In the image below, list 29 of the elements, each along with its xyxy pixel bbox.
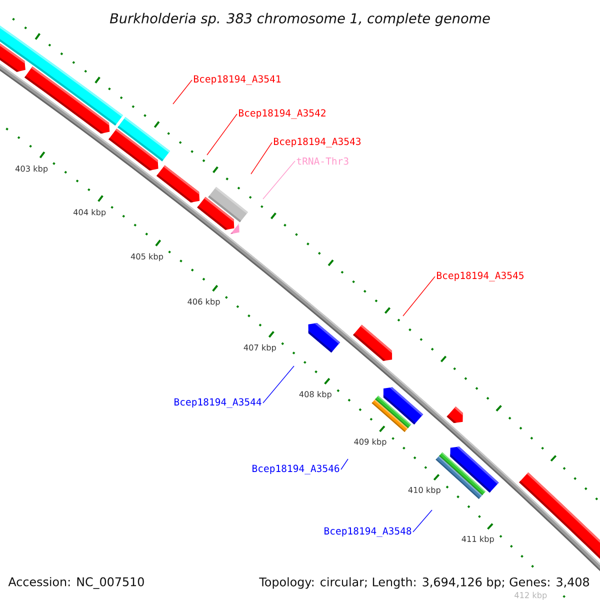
leader-line [206, 114, 238, 156]
leader-line [172, 80, 192, 104]
tick-label: 409 kbp [354, 438, 386, 446]
tick-label: 407 kbp [244, 344, 276, 352]
leader-line [262, 366, 294, 404]
leader-line [412, 510, 432, 532]
gene-label: Bcep18194_A3544 [174, 398, 262, 408]
tick-label: 412 kbp [514, 592, 547, 600]
gene-label: Bcep18194_A3548 [324, 527, 412, 537]
leader-line [340, 458, 348, 470]
leader-line [262, 160, 296, 200]
gene-label: Bcep18194_A3541 [194, 75, 281, 85]
tick-label: 406 kbp [188, 298, 220, 306]
tick-label: 410 kbp [408, 486, 440, 495]
gene-label: Bcep18194_A3542 [239, 109, 326, 119]
tick-label: 403 kbp [15, 165, 48, 174]
title: Burkholderia sp. 383 chromosome 1, complete genome [110, 12, 490, 26]
gene-label: Bcep18194_A3543 [274, 138, 361, 148]
gene-label: Bcep18194_A3545 [437, 272, 524, 282]
tick-label: 408 kbp [299, 391, 332, 399]
tick-label: 405 kbp [130, 253, 164, 262]
gene-label: tRNA-Thr3 [296, 157, 348, 165]
gene-label: Bcep18194_A3546 [252, 464, 340, 474]
footer-text: Topology: circular; Length: 3,694,126 bp; Genes: 3,408 [259, 577, 589, 589]
footer-text: Accession: NC_007510 [8, 577, 144, 589]
leader-line [250, 142, 272, 174]
tick-label: 404 kbp [73, 208, 106, 217]
leader-line [402, 276, 436, 316]
tick-label: 411 kbp [462, 536, 494, 544]
